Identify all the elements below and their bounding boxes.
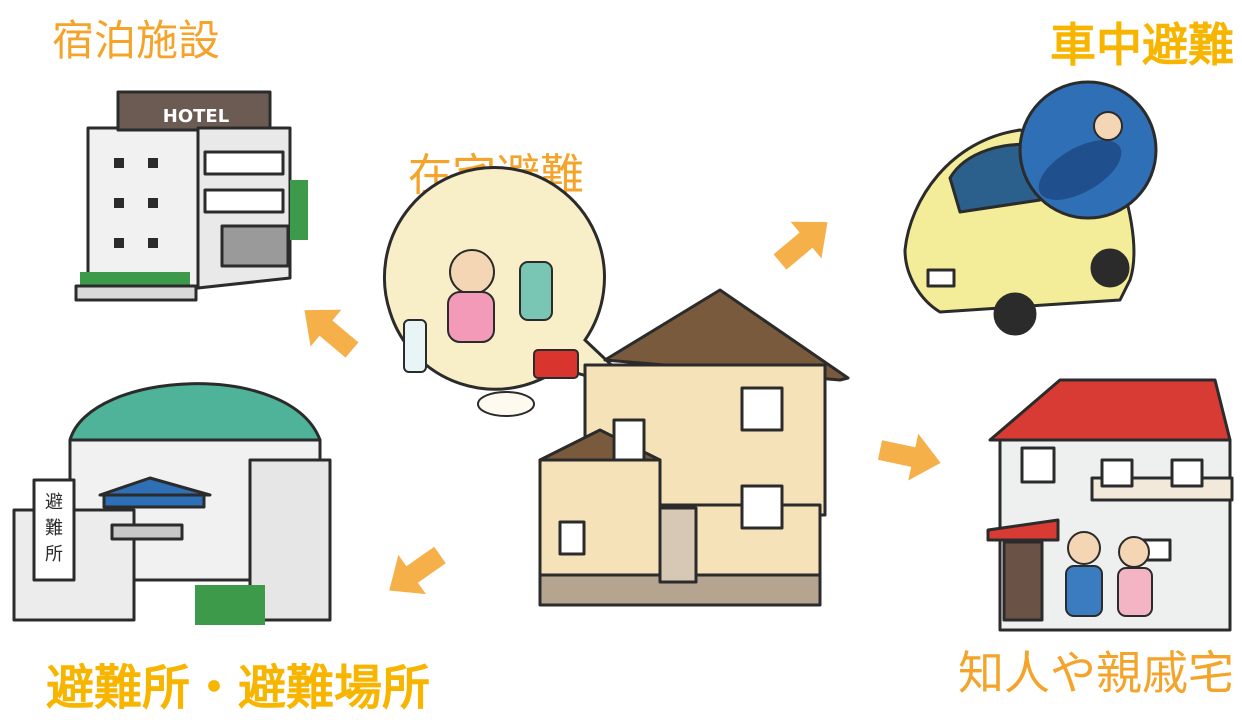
relatives-house: [986, 378, 1234, 632]
shelter-building: [12, 382, 332, 625]
arrow-to-hotel: [289, 291, 368, 369]
arrow-to-shelter: [375, 535, 454, 611]
shelter-sign-char-2: 難: [45, 518, 63, 539]
hotel-building: [74, 90, 308, 302]
label-shelter: 避難所・避難場所: [46, 660, 431, 716]
arrow-to-relatives: [875, 426, 946, 487]
shelter-sign: 避 難 所: [45, 492, 63, 565]
car-sleeping-bubble: [1018, 80, 1158, 220]
relatives-couple: [1065, 531, 1153, 617]
arrow-to-car: [764, 203, 843, 281]
home-bubble: [382, 166, 642, 417]
hotel-sign: HOTEL: [163, 106, 229, 127]
shelter-sign-char-3: 所: [45, 544, 63, 565]
label-hotel: 宿泊施設: [52, 16, 221, 65]
shelter-sign-char-1: 避: [45, 492, 63, 513]
label-relatives: 知人や親戚宅: [958, 646, 1234, 700]
label-car: 車中避難: [1050, 18, 1234, 72]
central-house: [538, 288, 850, 607]
